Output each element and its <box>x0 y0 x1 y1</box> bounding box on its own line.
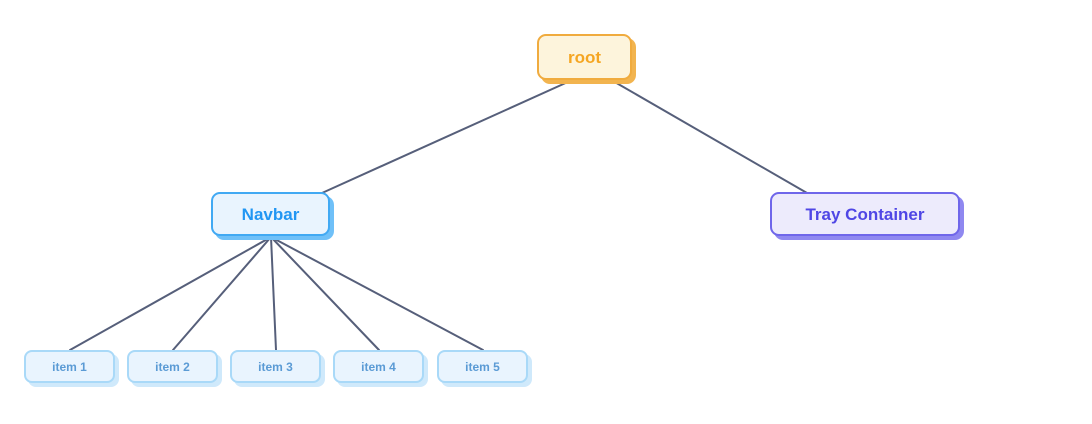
edge-root-navbar <box>321 80 571 194</box>
node-item-2-label: item 2 <box>155 359 190 374</box>
edge-navbar-item-5 <box>270 236 484 351</box>
edge-navbar-item-1 <box>69 236 272 351</box>
node-item-3-label: item 3 <box>258 359 293 374</box>
node-item-5[interactable]: item 5 <box>437 350 528 383</box>
node-item-5-label: item 5 <box>465 359 500 374</box>
node-tray-container-label: Tray Container <box>805 204 925 224</box>
node-item-1[interactable]: item 1 <box>24 350 115 383</box>
edge-root-tray <box>612 80 808 194</box>
edge-navbar-item-4 <box>270 236 380 351</box>
edge-navbar-item-2 <box>172 236 272 351</box>
node-item-1-label: item 1 <box>52 359 87 374</box>
node-navbar[interactable]: Navbar <box>211 192 330 236</box>
node-item-4-label: item 4 <box>361 359 396 374</box>
edge-navbar-item-3 <box>270 236 277 351</box>
node-item-4[interactable]: item 4 <box>333 350 424 383</box>
node-tray-container[interactable]: Tray Container <box>770 192 960 236</box>
node-navbar-label: Navbar <box>241 204 300 224</box>
node-item-2[interactable]: item 2 <box>127 350 218 383</box>
node-root[interactable]: root <box>537 34 632 80</box>
node-item-3[interactable]: item 3 <box>230 350 321 383</box>
node-root-label: root <box>567 47 602 67</box>
